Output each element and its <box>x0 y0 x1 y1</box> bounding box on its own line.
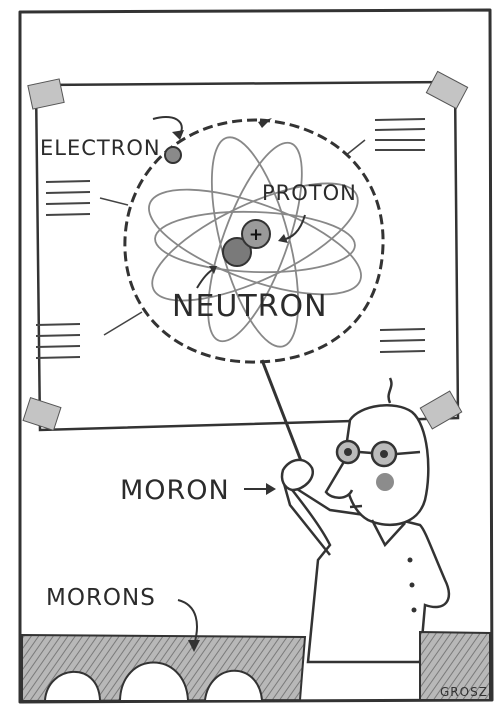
atom-diagram: + <box>123 116 385 364</box>
morons-arrow-icon <box>177 599 198 646</box>
audience-heads <box>44 661 263 701</box>
professor-cheek <box>376 473 394 491</box>
label-neutron: NEUTRON <box>172 289 328 324</box>
label-morons: MORONS <box>46 585 156 611</box>
neutron-ball <box>222 237 252 267</box>
outer-border <box>18 8 494 704</box>
tape-bottom-left <box>22 397 62 431</box>
coat-buttons <box>407 557 417 613</box>
coat-collar <box>370 519 406 548</box>
audience-head-3 <box>204 669 263 701</box>
tape-top-left <box>27 78 65 110</box>
orbit-arrow-icon <box>258 118 272 128</box>
lab-coat <box>285 480 451 664</box>
tape-bottom-right <box>419 390 463 430</box>
pointer-stick <box>260 359 305 467</box>
audience-strip-right <box>419 630 491 701</box>
artist-signature: GROSZ <box>440 685 488 699</box>
label-proton: PROTON <box>262 181 357 205</box>
hair-tuft <box>387 377 393 404</box>
pointing-hand <box>280 458 315 492</box>
tape-top-right <box>425 70 469 110</box>
raised-arm <box>281 479 331 556</box>
proton-plus-sign: + <box>249 225 263 245</box>
professor <box>280 377 451 664</box>
label-moron: MORON <box>120 475 230 506</box>
label-electron: ELECTRON <box>40 136 161 160</box>
electron-orbits <box>148 136 362 348</box>
poster-text-lines <box>35 118 426 359</box>
professor-mouth <box>349 504 363 509</box>
professor-nose <box>324 459 354 499</box>
electron-ball <box>164 146 182 164</box>
proton-ball <box>241 219 271 249</box>
audience-head-2 <box>119 661 189 701</box>
audience-head-1 <box>44 670 101 701</box>
